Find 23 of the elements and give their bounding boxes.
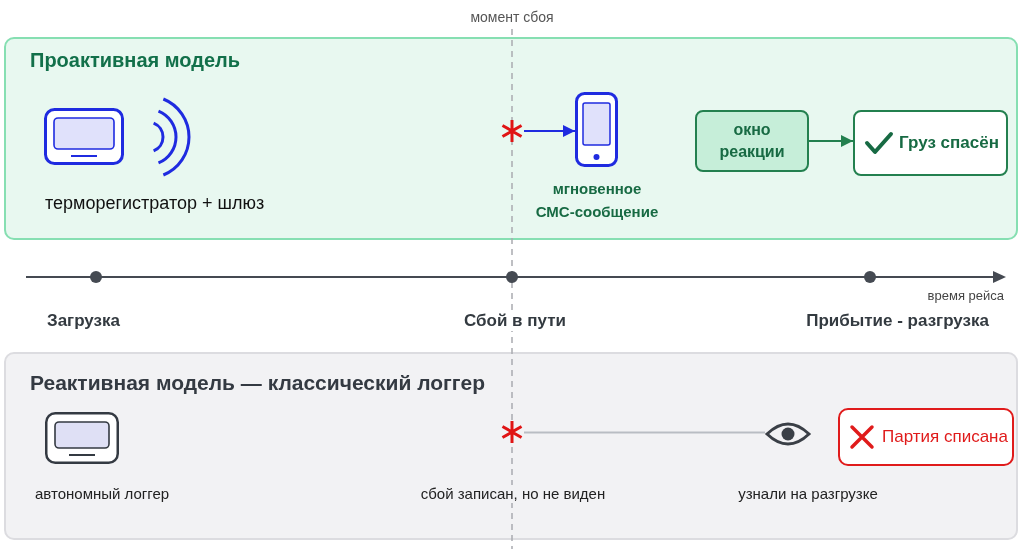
model-panel: [4, 37, 1018, 240]
status-text: Груз спасён: [899, 132, 999, 154]
asterisk-icon: [500, 420, 524, 444]
phone-icon: [575, 92, 618, 167]
status-text: Партия списана: [882, 426, 1008, 448]
eye-icon: [765, 421, 811, 447]
icon-caption: мгновенное СМС-сообщение: [534, 179, 660, 222]
axis-label: время рейса: [927, 288, 1004, 304]
model-panel: [4, 352, 1018, 540]
panel-title: Проактивная модель: [30, 48, 241, 72]
process-box: окно реакции: [695, 110, 809, 172]
asterisk-icon: [500, 119, 524, 143]
device-caption: автономный логгер: [35, 485, 170, 503]
timeline-label: Прибытие - разгрузка: [806, 311, 989, 332]
panel-title: Реактивная модель — классический логгер: [30, 370, 486, 396]
arrow: [524, 125, 575, 137]
result-box: [853, 110, 1008, 176]
step-caption: узнали на разгрузке: [738, 485, 878, 503]
connector-line: [524, 431, 765, 434]
arrow: [809, 135, 853, 147]
device-caption: терморегистратор + шлюз: [45, 193, 265, 215]
result-box: [838, 408, 1014, 466]
timeline-label: Загрузка: [47, 311, 120, 332]
